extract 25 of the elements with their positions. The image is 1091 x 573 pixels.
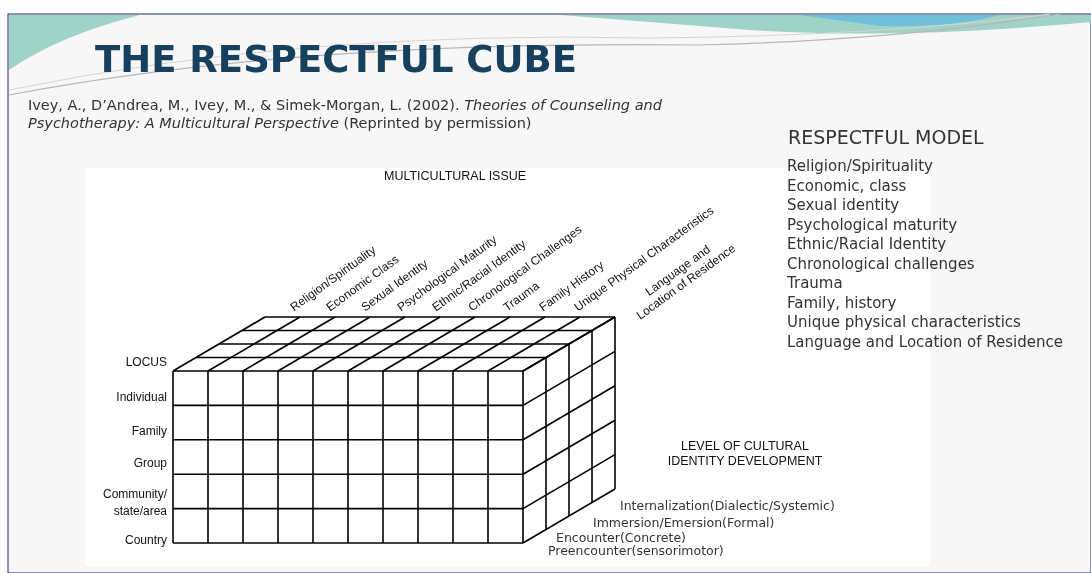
list-item: Trauma — [787, 274, 843, 292]
level-label: Immersion/Emersion(Formal) — [593, 515, 775, 530]
citation: Ivey, A., D’Andrea, M., Ivey, M., & Simek-Morgan, L. (2002). Theories of Counseling and Psychotherapy: A Multicultural Perspective (Reprinted by permission) — [28, 96, 663, 133]
list-item: Language and Location of Residence — [787, 332, 1063, 351]
row-label: Country — [124, 533, 167, 548]
list-item: Sexual identity — [787, 196, 900, 214]
level-label: Internalization(Dialectic/Systemic) — [620, 498, 835, 513]
list-item: Ethnic/Racial Identity — [787, 235, 947, 253]
row-label: LOCUS — [125, 355, 167, 370]
list-item: Economic, class — [787, 176, 907, 195]
list-item: Unique physical characteristics — [787, 313, 1021, 331]
list-item: Chronological challenges — [787, 254, 975, 273]
row-label: Community/ state/area — [102, 486, 167, 521]
list-item: Family, history — [787, 293, 897, 312]
row-label: Group — [133, 456, 167, 471]
row-label: Family — [131, 424, 167, 439]
row-label: Individual — [116, 390, 167, 405]
list-heading: RESPECTFUL MODEL — [788, 126, 984, 149]
list-item: Religion/Spirituality — [787, 157, 933, 175]
title: THE RESPECTFUL CUBE — [95, 38, 577, 81]
level-label: Preencounter(sensorimotor) — [548, 543, 724, 558]
level-label: Encounter(Concrete) — [556, 530, 686, 545]
axis-heading: LEVEL OF CULTURAL IDENTITY DEVELOPMENT — [666, 439, 824, 469]
list-item: Psychological maturity — [787, 215, 958, 234]
axis-heading: MULTICULTURAL ISSUE — [384, 169, 527, 184]
